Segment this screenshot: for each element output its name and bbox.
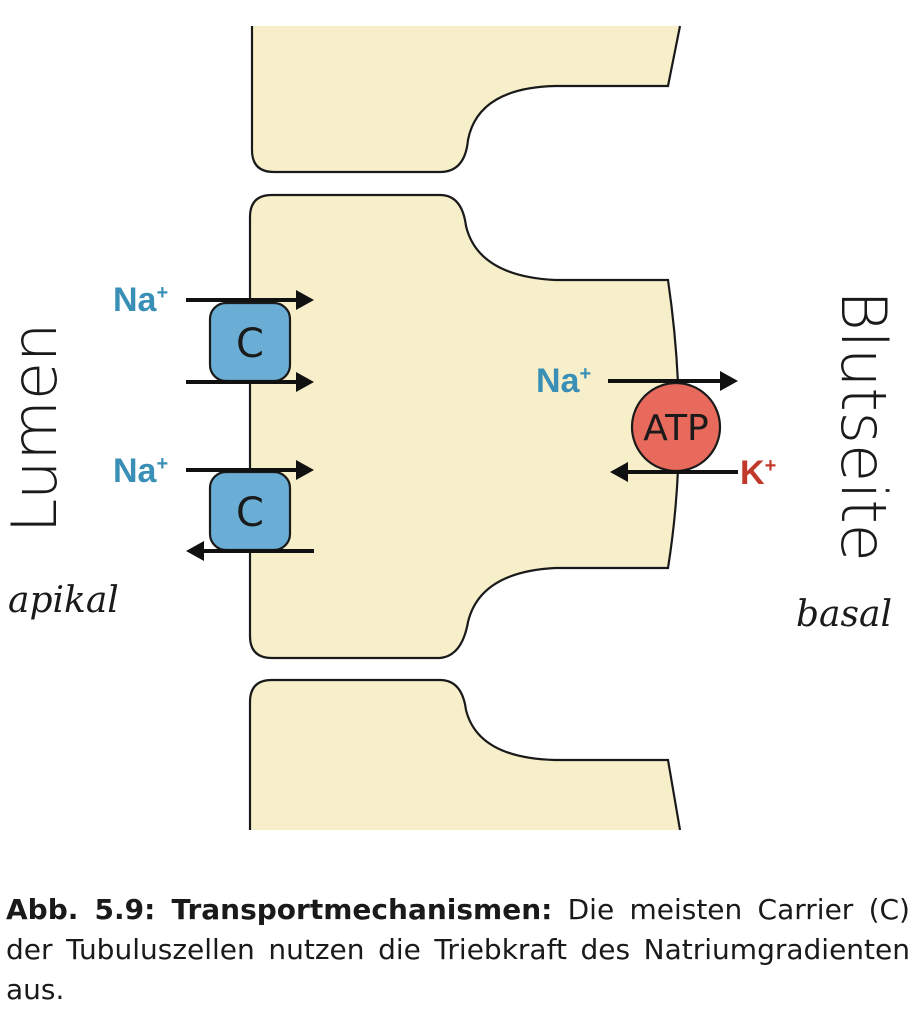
caption-title: Abb. 5.9: Transportmechanismen: <box>6 893 553 926</box>
carrier-2: C <box>208 470 292 552</box>
apikal-label: apikal <box>8 580 119 621</box>
carrier-2-ion-label: Na+ <box>113 452 168 490</box>
pump-k-label: K+ <box>740 454 776 492</box>
basal-label: basal <box>796 594 892 635</box>
top-cell <box>250 25 682 174</box>
pump-na-arrowhead <box>720 371 738 391</box>
carrier-1-cotransport-arrowhead <box>296 372 314 392</box>
carrier-2-label: C <box>236 490 264 536</box>
bottom-cell <box>248 678 682 831</box>
blutseite-label: Blutseite <box>827 290 900 562</box>
carrier-1-na-arrowhead <box>296 290 314 310</box>
carrier-2-countertransport-arrowhead <box>186 541 204 561</box>
pump-k-arrowhead <box>610 462 628 482</box>
atp-pump-label: ATP <box>643 408 709 449</box>
carrier-1-label: C <box>236 321 264 367</box>
caption-text: Die meisten Carrier (C) der Tubuluszelle… <box>6 893 910 1006</box>
carrier-1: C <box>208 301 292 383</box>
transport-diagram: C Na+ C Na+ ATP Na+ K+ Lumen apikal Blut… <box>0 25 900 831</box>
carrier-2-na-arrowhead <box>296 460 314 480</box>
carrier-1-ion-label: Na+ <box>113 281 168 319</box>
figure-caption: Abb. 5.9: Transportmechanismen: Die meis… <box>6 890 910 1010</box>
lumen-label: Lumen <box>0 323 71 534</box>
middle-cell <box>248 193 681 660</box>
pump-na-label: Na+ <box>536 362 591 400</box>
